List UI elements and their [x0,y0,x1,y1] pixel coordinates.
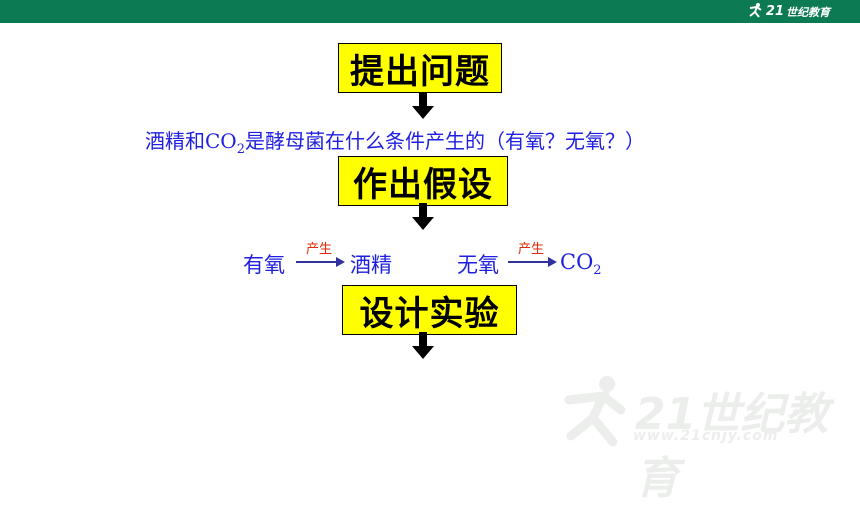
watermark-url: www.21cnjy.com [633,428,779,444]
right-arrow-icon [508,257,557,267]
logo-text: 世纪教育 [786,5,830,19]
hypothesis-right-from: 无氧 [457,253,499,277]
step-label: 作出假设 [353,164,493,205]
down-arrow-icon [412,332,434,359]
hypothesis-left-to: 酒精 [350,253,392,277]
step-box-question: 提出问题 [338,43,502,93]
right-arrow-icon [296,257,345,267]
question-after: 是酵母菌在什么条件产生的（有氧？无氧？） [244,129,645,153]
hypothesis-right-to: CO2 [560,250,602,278]
hypothesis-left-label: 产生 [306,242,333,257]
step-label: 设计实验 [359,293,500,334]
question-subscript: 2 [236,142,245,157]
step-label: 提出问题 [350,51,490,92]
question-before: 酒精和CO [145,129,237,153]
question-text: 酒精和CO2是酵母菌在什么条件产生的（有氧？无氧？） [145,125,645,157]
down-arrow-icon [412,203,434,230]
watermark-brand: 21世纪教育 [635,389,829,504]
watermark: 21世纪教育 www.21cnjy.com [545,370,845,504]
hypothesis-left-from: 有氧 [243,253,285,277]
step-box-experiment: 设计实验 [342,285,517,335]
watermark-runner-icon [564,376,626,447]
runner-icon [746,2,764,22]
hypothesis-right-label: 产生 [518,242,545,257]
co2-subscript: 2 [593,263,602,279]
logo-mark: 21 [765,4,784,19]
brand-logo: 21 世纪教育 [746,2,830,22]
co2-main: CO [560,250,594,274]
top-banner: 21 世纪教育 [0,0,860,23]
step-box-hypothesis: 作出假设 [338,156,508,206]
down-arrow-icon [412,92,434,119]
